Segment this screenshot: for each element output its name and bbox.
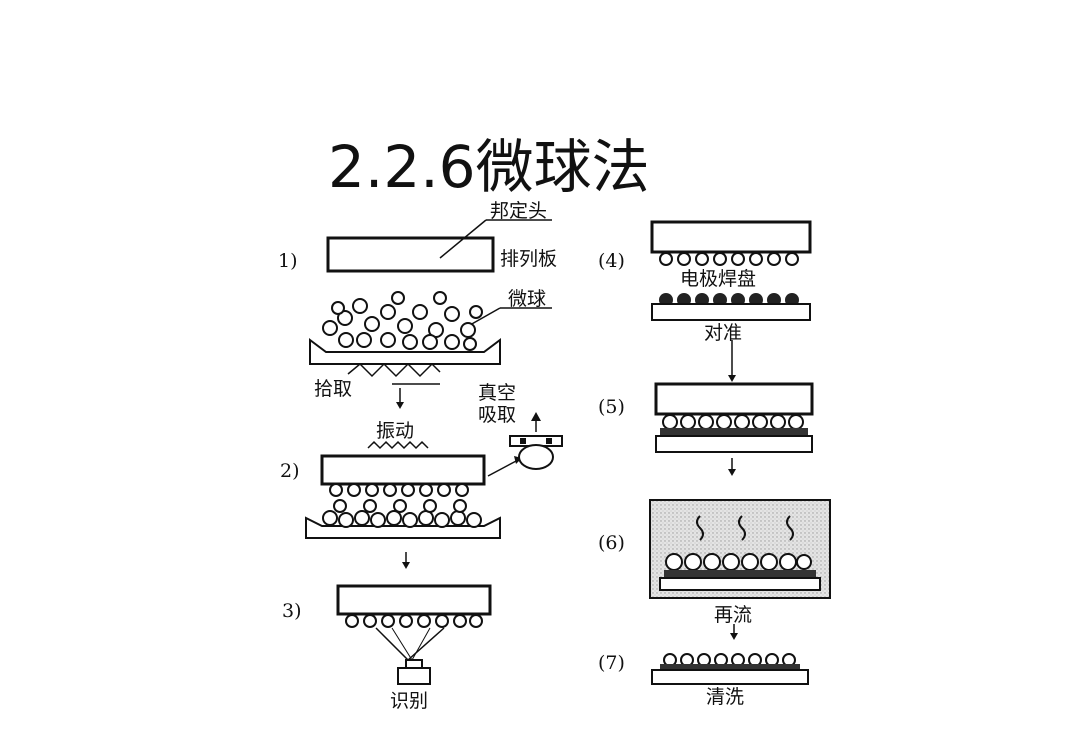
step-number-2: 2) — [280, 460, 300, 482]
step2-group — [305, 412, 563, 569]
step1-group — [309, 219, 552, 409]
label-bond-head: 邦定头 — [490, 200, 548, 222]
page-title: 2.2.6微球法 — [328, 133, 650, 201]
step-number-6: (6) — [598, 532, 625, 554]
label-reflow: 再流 — [714, 604, 753, 626]
step-number-5: (5) — [598, 396, 625, 418]
step5-group — [654, 382, 814, 476]
label-vacuum-2: 吸取 — [478, 404, 517, 426]
step-number-7: (7) — [598, 652, 625, 674]
step4-group — [650, 220, 812, 382]
label-vacuum-1: 真空 — [478, 382, 517, 404]
step7-group — [651, 653, 809, 685]
picked-microspheres — [329, 483, 469, 497]
step3-group — [336, 584, 492, 685]
step-number-1: 1) — [278, 250, 298, 272]
removed-ball — [518, 444, 554, 470]
step-number-4: (4) — [598, 250, 625, 272]
label-alignment: 对准 — [704, 322, 743, 344]
array-plate — [326, 236, 495, 273]
vibration-wave-icon — [367, 440, 429, 450]
step6-group — [649, 499, 831, 640]
microspheres-leader-line — [469, 307, 501, 326]
label-electrode-pad: 电极焊盘 — [680, 268, 757, 290]
label-microspheres: 微球 — [508, 288, 547, 310]
ball-tray — [309, 338, 501, 365]
label-cleaning: 清洗 — [706, 686, 745, 708]
tray-microspheres — [322, 499, 482, 528]
step-number-3: 3) — [282, 600, 302, 622]
microsphere-pile — [322, 291, 483, 351]
bond-head-leader-line — [439, 219, 487, 259]
camera-view-cone — [375, 627, 445, 662]
label-pickup: 拾取 — [314, 378, 353, 400]
camera-icon — [405, 659, 423, 669]
label-vibration: 振动 — [376, 420, 415, 442]
label-array-plate: 排列板 — [500, 248, 558, 270]
label-recognition: 识别 — [390, 690, 429, 712]
vacuum-arrow — [487, 459, 519, 477]
vibration-zigzag — [347, 362, 441, 378]
heat-wave-icons — [696, 515, 794, 541]
